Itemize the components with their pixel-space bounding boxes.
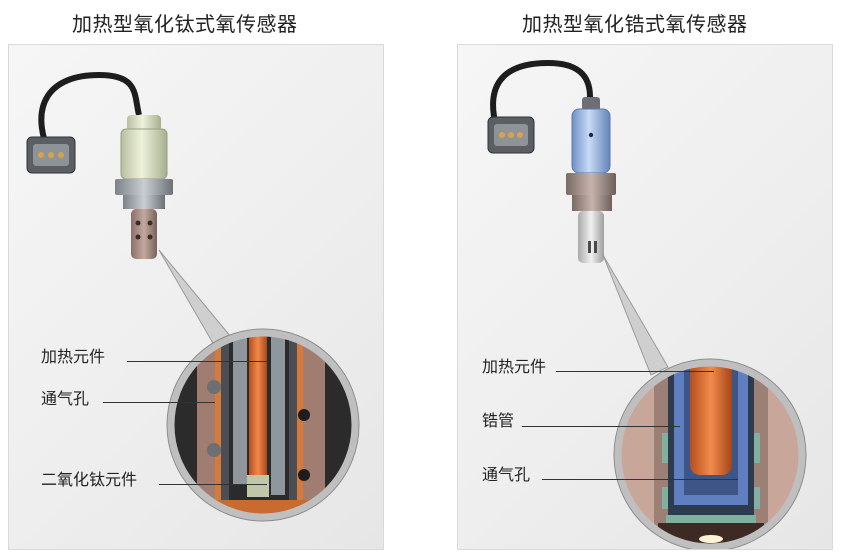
zirconia-sensor-panel: 加热元件 锆管 通气孔 xyxy=(457,44,833,550)
sensor-hex-nut xyxy=(566,173,616,195)
sensor-thread xyxy=(123,195,165,209)
callout-zirconia-tube: 锆管 xyxy=(482,411,515,430)
callout-vent-hole: 通气孔 xyxy=(482,465,531,484)
sensor-upper-body xyxy=(127,115,161,131)
zirconia-sensor-illustration xyxy=(487,59,807,549)
leader-line xyxy=(556,371,714,372)
leader-line xyxy=(542,479,738,480)
callout-heater-element: 加热元件 xyxy=(41,347,106,366)
callout-titania-element: 二氧化钛元件 xyxy=(41,470,138,489)
leader-line xyxy=(127,361,269,362)
wire-connector xyxy=(487,116,535,154)
sensor-cable xyxy=(38,71,142,155)
titania-sensor-illustration xyxy=(26,71,360,522)
zoom-indicator-cone xyxy=(158,249,232,346)
sensor-hex-nut xyxy=(115,179,173,195)
left-diagram-title: 加热型氧化钛式氧传感器 xyxy=(72,12,298,36)
magnifier-ring xyxy=(167,329,359,521)
right-diagram-title: 加热型氧化锆式氧传感器 xyxy=(522,12,748,36)
leader-line xyxy=(522,426,680,427)
titania-sensor-panel: 加热元件 通气孔 二氧化钛元件 xyxy=(8,44,384,550)
sensor-thread xyxy=(572,195,612,211)
sensor-blue-body xyxy=(571,108,611,174)
sensor-probe-tip xyxy=(131,209,157,259)
sensor-ceramic-body xyxy=(120,128,168,180)
cutaway-magnified-view xyxy=(618,363,802,547)
callout-vent-hole: 通气孔 xyxy=(41,389,90,408)
leader-line xyxy=(159,484,267,485)
callout-heater-element: 加热元件 xyxy=(482,357,547,376)
sensor-cable xyxy=(490,59,593,134)
zoom-indicator-cone xyxy=(602,254,669,376)
sensor-probe-tip xyxy=(578,211,604,263)
magnifier-ring xyxy=(614,359,806,549)
leader-line xyxy=(103,402,215,403)
wire-connector xyxy=(26,136,76,174)
sensor-upper-body xyxy=(582,97,600,111)
